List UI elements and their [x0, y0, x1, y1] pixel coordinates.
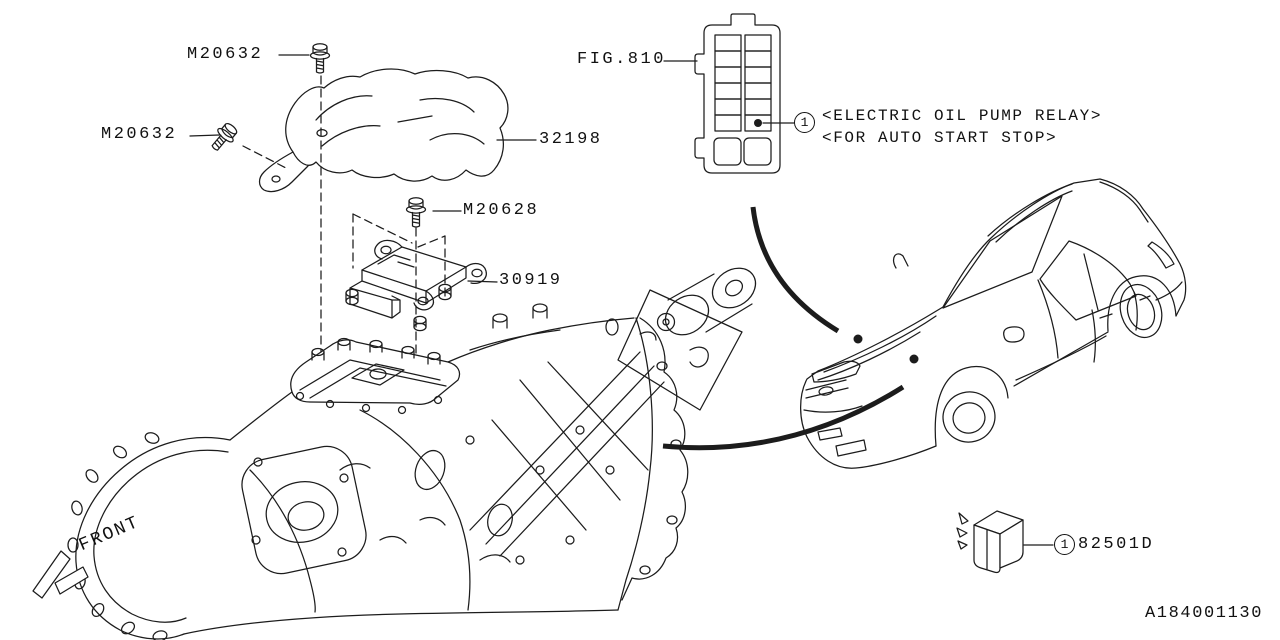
valve-body-studs	[311, 337, 441, 365]
bolt-m20632-top-icon	[309, 43, 331, 74]
car-drawing	[800, 178, 1187, 469]
heat-shield-drawing	[258, 68, 509, 193]
part-label-m20632-top: M20632	[187, 45, 264, 64]
relay-note-line1: <ELECTRIC OIL PUMP RELAY>	[822, 107, 1103, 125]
location-swoosh	[662, 206, 905, 451]
assembly-dashed-lines	[242, 75, 446, 359]
connector-drawing	[694, 13, 781, 174]
connector-cavities	[713, 34, 772, 166]
part-label-30919: 30919	[499, 271, 563, 290]
part-label-m20632-left: M20632	[101, 125, 178, 144]
callout-1-connector: 1	[794, 112, 815, 133]
part-label-82501d: 82501D	[1078, 535, 1155, 554]
mount-location-dot	[909, 354, 919, 364]
front-arrow-icon	[32, 550, 89, 599]
transmission-drawing	[67, 267, 757, 640]
callout-1-relay: 1	[1054, 534, 1075, 555]
part-label-m20628: M20628	[463, 201, 540, 220]
part-label-32198: 32198	[539, 130, 603, 149]
bolt-m20632-left-icon	[206, 119, 241, 156]
mount-location-dot	[853, 334, 863, 344]
bolt-m20628-icon	[405, 197, 427, 228]
relay-drawing	[956, 510, 1024, 574]
control-unit-drawing	[345, 239, 487, 332]
diagram-code: A184001130	[1145, 604, 1264, 623]
relay-pin-marker	[754, 119, 762, 127]
figure-ref-label: FIG.810	[577, 50, 666, 69]
relay-note-line2: <FOR AUTO START STOP>	[822, 129, 1058, 147]
